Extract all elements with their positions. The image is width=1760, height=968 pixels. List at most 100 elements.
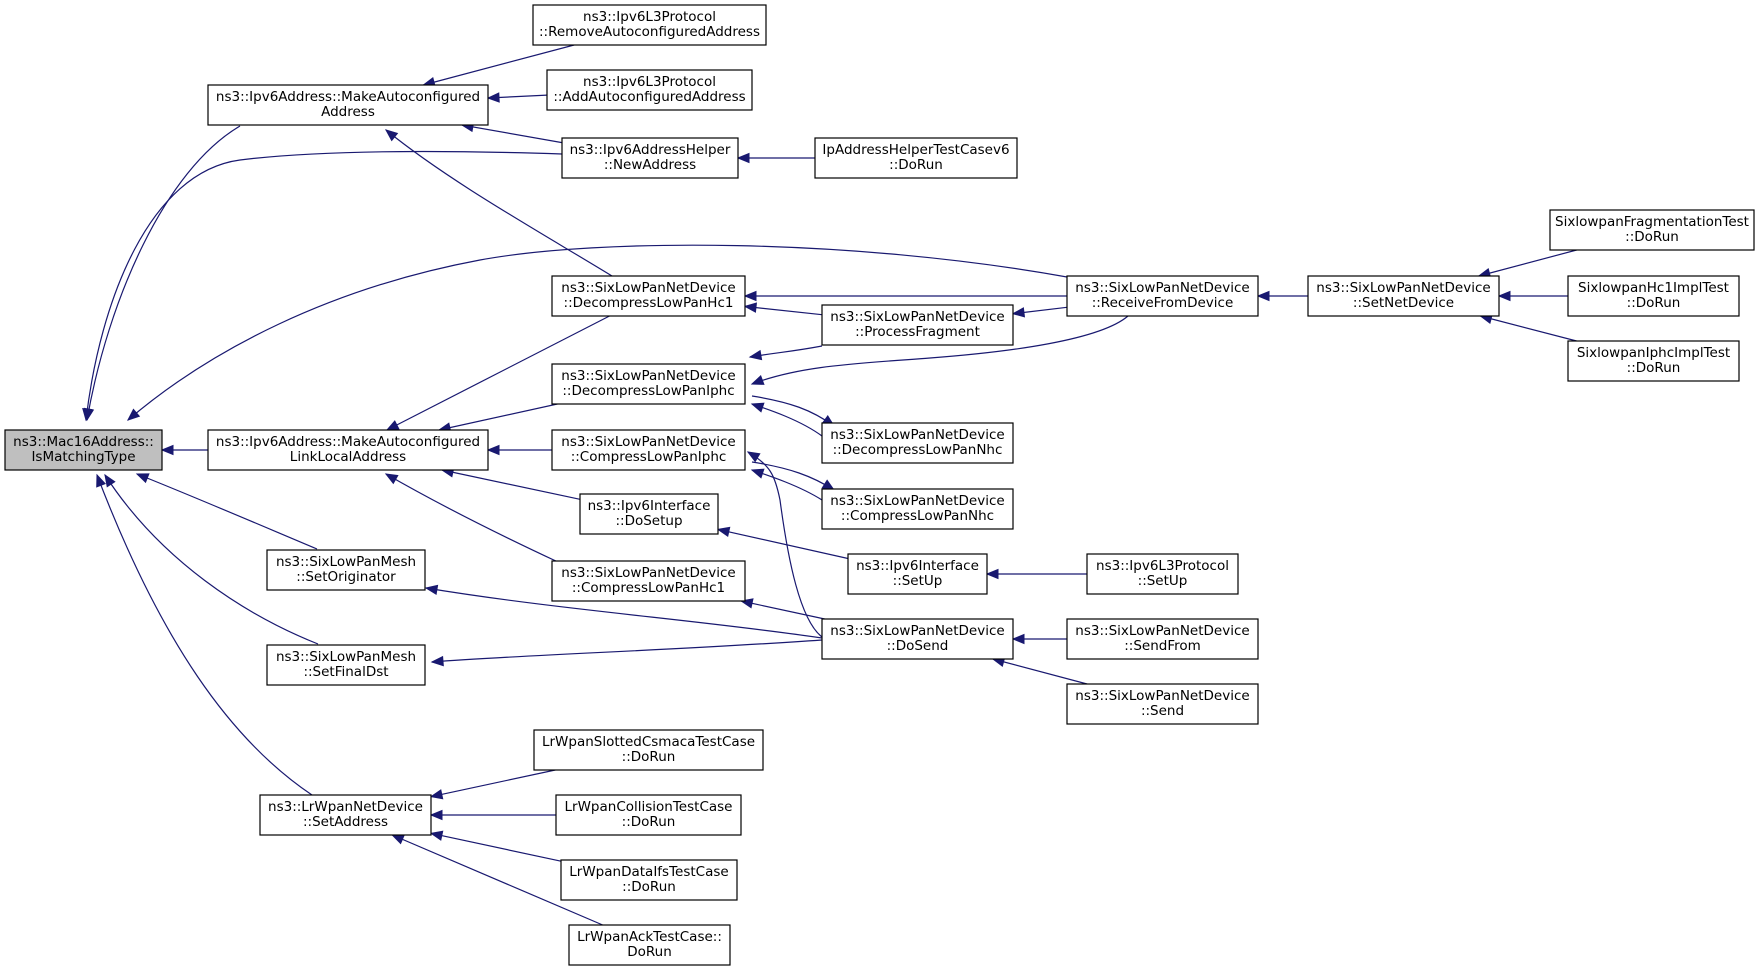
node-label-line: LinkLocalAddress <box>290 449 406 465</box>
node-meshFinal[interactable]: ns3::SixLowPanMesh::SetFinalDst <box>266 644 426 686</box>
node-box <box>1307 275 1500 317</box>
node-recvFrom[interactable]: ns3::SixLowPanNetDevice::ReceiveFromDevi… <box>1066 275 1259 317</box>
node-newAddr[interactable]: ns3::Ipv6AddressHelper::NewAddress <box>561 137 739 179</box>
node-label-line: ::DoRun <box>622 814 676 830</box>
edge-newAddr-to-mkAuto <box>461 124 563 144</box>
node-label-line: ::DecompressLowPanHc1 <box>564 295 734 311</box>
node-label-line: LrWpanAckTestCase:: <box>577 929 722 945</box>
node-label-line: ns3::SixLowPanMesh <box>276 554 416 570</box>
node-label-line: ::ReceiveFromDevice <box>1092 295 1234 311</box>
arrowhead-meshOrig-to-root <box>135 473 150 484</box>
node-send[interactable]: ns3::SixLowPanNetDevice::Send <box>1066 683 1259 725</box>
edge-compHc1-to-mkLL <box>385 473 559 563</box>
edge-ifSetup-to-mkLL <box>441 469 581 500</box>
node-removeAuto[interactable]: ns3::Ipv6L3Protocol::RemoveAutoconfigure… <box>532 4 767 46</box>
node-label-line: ns3::SixLowPanNetDevice <box>1075 688 1249 704</box>
node-label-line: ns3::Ipv6L3Protocol <box>1096 558 1229 574</box>
node-box <box>207 84 489 126</box>
node-setNetDev[interactable]: ns3::SixLowPanNetDevice::SetNetDevice <box>1307 275 1500 317</box>
node-label-line: Address <box>321 104 375 120</box>
node-mkLL[interactable]: ns3::Ipv6Address::MakeAutoconfiguredLink… <box>207 429 489 471</box>
node-label-line: LrWpanCollisionTestCase <box>565 799 733 815</box>
node-ifSetup[interactable]: ns3::Ipv6Interface::DoSetup <box>579 493 719 535</box>
edge-iphcTest-to-setNetDev <box>1480 315 1577 342</box>
node-box <box>568 924 731 966</box>
node-box <box>266 549 426 591</box>
edge-ifsTest-to-lrSetAddr <box>430 832 562 862</box>
arrowhead-sendFrom-to-doSend <box>1011 633 1025 645</box>
node-box <box>551 363 746 405</box>
node-box <box>560 859 738 901</box>
arrowhead-ackTest-to-lrSetAddr <box>391 834 405 845</box>
node-label-line: ::AddAutoconfiguredAddress <box>553 89 745 105</box>
arrowhead-doSend-to-meshFinal <box>430 655 444 667</box>
node-label-line: ::DoRun <box>1627 295 1681 311</box>
node-box <box>821 422 1014 464</box>
node-label-line: ns3::SixLowPanNetDevice <box>1316 280 1490 296</box>
node-label-line: ::DecompressLowPanNhc <box>833 442 1003 458</box>
node-procFrag[interactable]: ns3::SixLowPanNetDevice::ProcessFragment <box>821 304 1014 346</box>
node-lrSetAddr[interactable]: ns3::LrWpanNetDevice::SetAddress <box>259 794 432 836</box>
edge-lrSetAddr-to-root <box>96 474 313 796</box>
node-box <box>551 560 746 602</box>
node-label-line: ns3::SixLowPanNetDevice <box>1075 623 1249 639</box>
node-hc1Test[interactable]: SixlowpanHc1ImplTest::DoRun <box>1567 275 1740 317</box>
node-label-line: ns3::SixLowPanNetDevice <box>561 368 735 384</box>
node-iphcTest[interactable]: SixlowpanIphcImplTest::DoRun <box>1567 340 1740 382</box>
node-decHc1[interactable]: ns3::SixLowPanNetDevice::DecompressLowPa… <box>551 275 746 317</box>
node-box <box>1567 340 1740 382</box>
node-label-line: ns3::Ipv6Address::MakeAutoconfigured <box>216 89 480 105</box>
node-meshOrig[interactable]: ns3::SixLowPanMesh::SetOriginator <box>266 549 426 591</box>
node-compIphc[interactable]: ns3::SixLowPanNetDevice::CompressLowPanI… <box>551 429 746 471</box>
edge-decIphc-to-decNhc <box>751 395 835 427</box>
node-box <box>551 429 746 471</box>
node-box <box>266 644 426 686</box>
edges-layer <box>82 44 1577 926</box>
arrowhead-ifSetUp-to-ifSetup <box>716 526 731 538</box>
node-addAuto[interactable]: ns3::Ipv6L3Protocol::AddAutoconfiguredAd… <box>546 69 753 111</box>
arrowhead-compIphc-to-mkLL <box>486 444 500 456</box>
node-label-line: ::DoRun <box>1625 229 1679 245</box>
node-fragTest[interactable]: SixlowpanFragmentationTest::DoRun <box>1549 209 1755 251</box>
node-sendFrom[interactable]: ns3::SixLowPanNetDevice::SendFrom <box>1066 618 1259 660</box>
node-label-line: ::SendFrom <box>1124 638 1201 654</box>
node-l3SetUp[interactable]: ns3::Ipv6L3Protocol::SetUp <box>1086 553 1239 595</box>
node-ifSetUp[interactable]: ns3::Ipv6Interface::SetUp <box>847 553 988 595</box>
node-ifsTest[interactable]: LrWpanDataIfsTestCase::DoRun <box>560 859 738 901</box>
node-csmacaTest[interactable]: LrWpanSlottedCsmacaTestCase::DoRun <box>533 729 764 771</box>
edge-decHc1-to-mkAuto <box>385 129 613 277</box>
node-compHc1[interactable]: ns3::SixLowPanNetDevice::CompressLowPanH… <box>551 560 746 602</box>
node-box <box>1066 683 1259 725</box>
node-ackTest[interactable]: LrWpanAckTestCase::DoRun <box>568 924 731 966</box>
node-label-line: ns3::Ipv6Address::MakeAutoconfigured <box>216 434 480 450</box>
edge-mkAuto-to-root <box>86 125 241 421</box>
node-label-line: ::CompressLowPanHc1 <box>572 580 725 596</box>
edge-doSend-to-compHc1 <box>741 600 825 620</box>
node-label-line: ns3::Ipv6Interface <box>588 498 711 514</box>
node-label-line: SixlowpanHc1ImplTest <box>1578 280 1729 296</box>
node-compNhc[interactable]: ns3::SixLowPanNetDevice::CompressLowPanN… <box>821 488 1014 530</box>
node-box <box>1066 618 1259 660</box>
node-box <box>259 794 432 836</box>
node-box <box>821 304 1014 346</box>
node-label-line: ::SetUp <box>1138 573 1188 589</box>
arrowhead-newAddr-to-root <box>82 407 93 422</box>
node-collTest[interactable]: LrWpanCollisionTestCase::DoRun <box>555 794 742 836</box>
edge-ackTest-to-lrSetAddr <box>392 834 603 926</box>
arrowhead-addAuto-to-mkAuto <box>486 92 500 103</box>
node-decNhc[interactable]: ns3::SixLowPanNetDevice::DecompressLowPa… <box>821 422 1014 464</box>
node-label-line: IpAddressHelperTestCasev6 <box>822 142 1009 158</box>
node-box <box>1549 209 1755 251</box>
node-box <box>821 618 1014 660</box>
node-box <box>561 137 739 179</box>
node-root[interactable]: ns3::Mac16Address::IsMatchingType <box>4 429 163 471</box>
node-ipHelperTest[interactable]: IpAddressHelperTestCasev6::DoRun <box>814 137 1018 179</box>
node-doSend[interactable]: ns3::SixLowPanNetDevice::DoSend <box>821 618 1014 660</box>
node-box <box>551 275 746 317</box>
edge-doSend-to-meshFinal <box>431 639 823 663</box>
node-label-line: LrWpanDataIfsTestCase <box>569 864 728 880</box>
arrowhead-decHc1-to-mkLL <box>385 420 400 431</box>
node-mkAuto[interactable]: ns3::Ipv6Address::MakeAutoconfiguredAddr… <box>207 84 489 126</box>
node-decIphc[interactable]: ns3::SixLowPanNetDevice::DecompressLowPa… <box>551 363 746 405</box>
